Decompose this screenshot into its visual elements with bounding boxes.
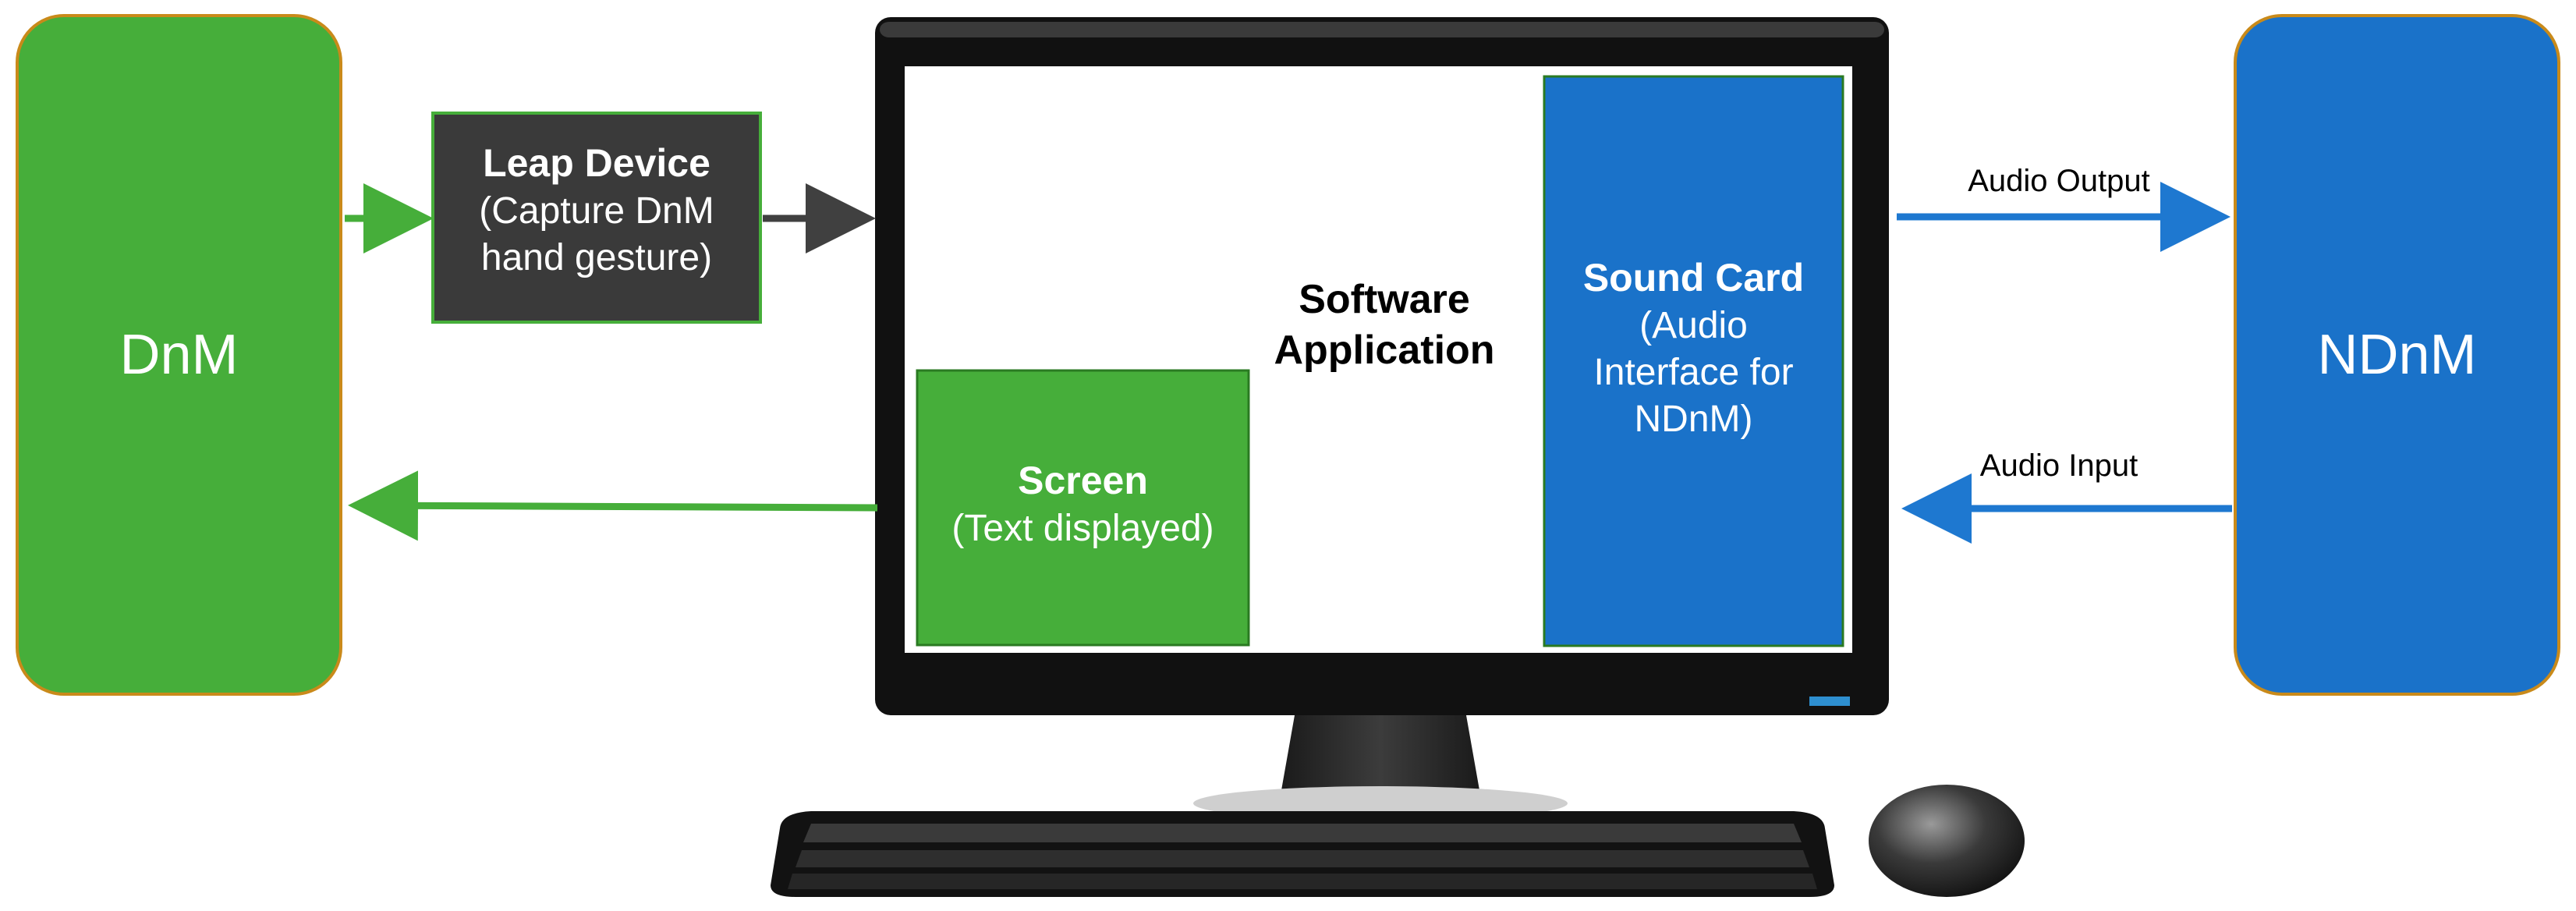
sound-card-sub-2: Interface for [1593, 351, 1794, 393]
sound-card-text: Sound Card (Audio Interface for NDnM) [1544, 253, 1843, 443]
screen-title: Screen [1018, 459, 1148, 502]
dnm-block [16, 14, 342, 696]
keyboard [771, 811, 1834, 897]
software-application-label: Software Application [1217, 275, 1552, 376]
screen-sub: (Text displayed) [951, 507, 1214, 549]
leap-device-box [431, 112, 762, 324]
dnm-label: DnM [119, 324, 239, 386]
sound-card-sub-3: NDnM) [1634, 398, 1753, 440]
software-line-1: Software [1299, 277, 1470, 322]
leap-device-sub-1: (Capture DnM [479, 190, 714, 232]
arrow-screen-to-dnm [348, 470, 878, 541]
screen-text: Screen (Text displayed) [917, 456, 1249, 552]
mouse [1869, 785, 2025, 897]
sound-card-box [1543, 75, 1844, 647]
ndnm-label: NDnM [2317, 324, 2477, 386]
leap-device-text: Leap Device (Capture DnM hand gesture) [433, 139, 760, 282]
software-line-2: Application [1274, 328, 1495, 373]
leap-device-sub-2: hand gesture) [480, 236, 713, 278]
leap-device-title: Leap Device [483, 141, 710, 185]
sound-card-title: Sound Card [1582, 256, 1805, 300]
ndnm-block [2234, 14, 2560, 696]
sound-card-sub-1: (Audio [1639, 304, 1748, 346]
audio-output-label: Audio Output [1968, 164, 2150, 198]
screen-box [916, 369, 1250, 647]
audio-input-label: Audio Input [1979, 448, 2138, 483]
